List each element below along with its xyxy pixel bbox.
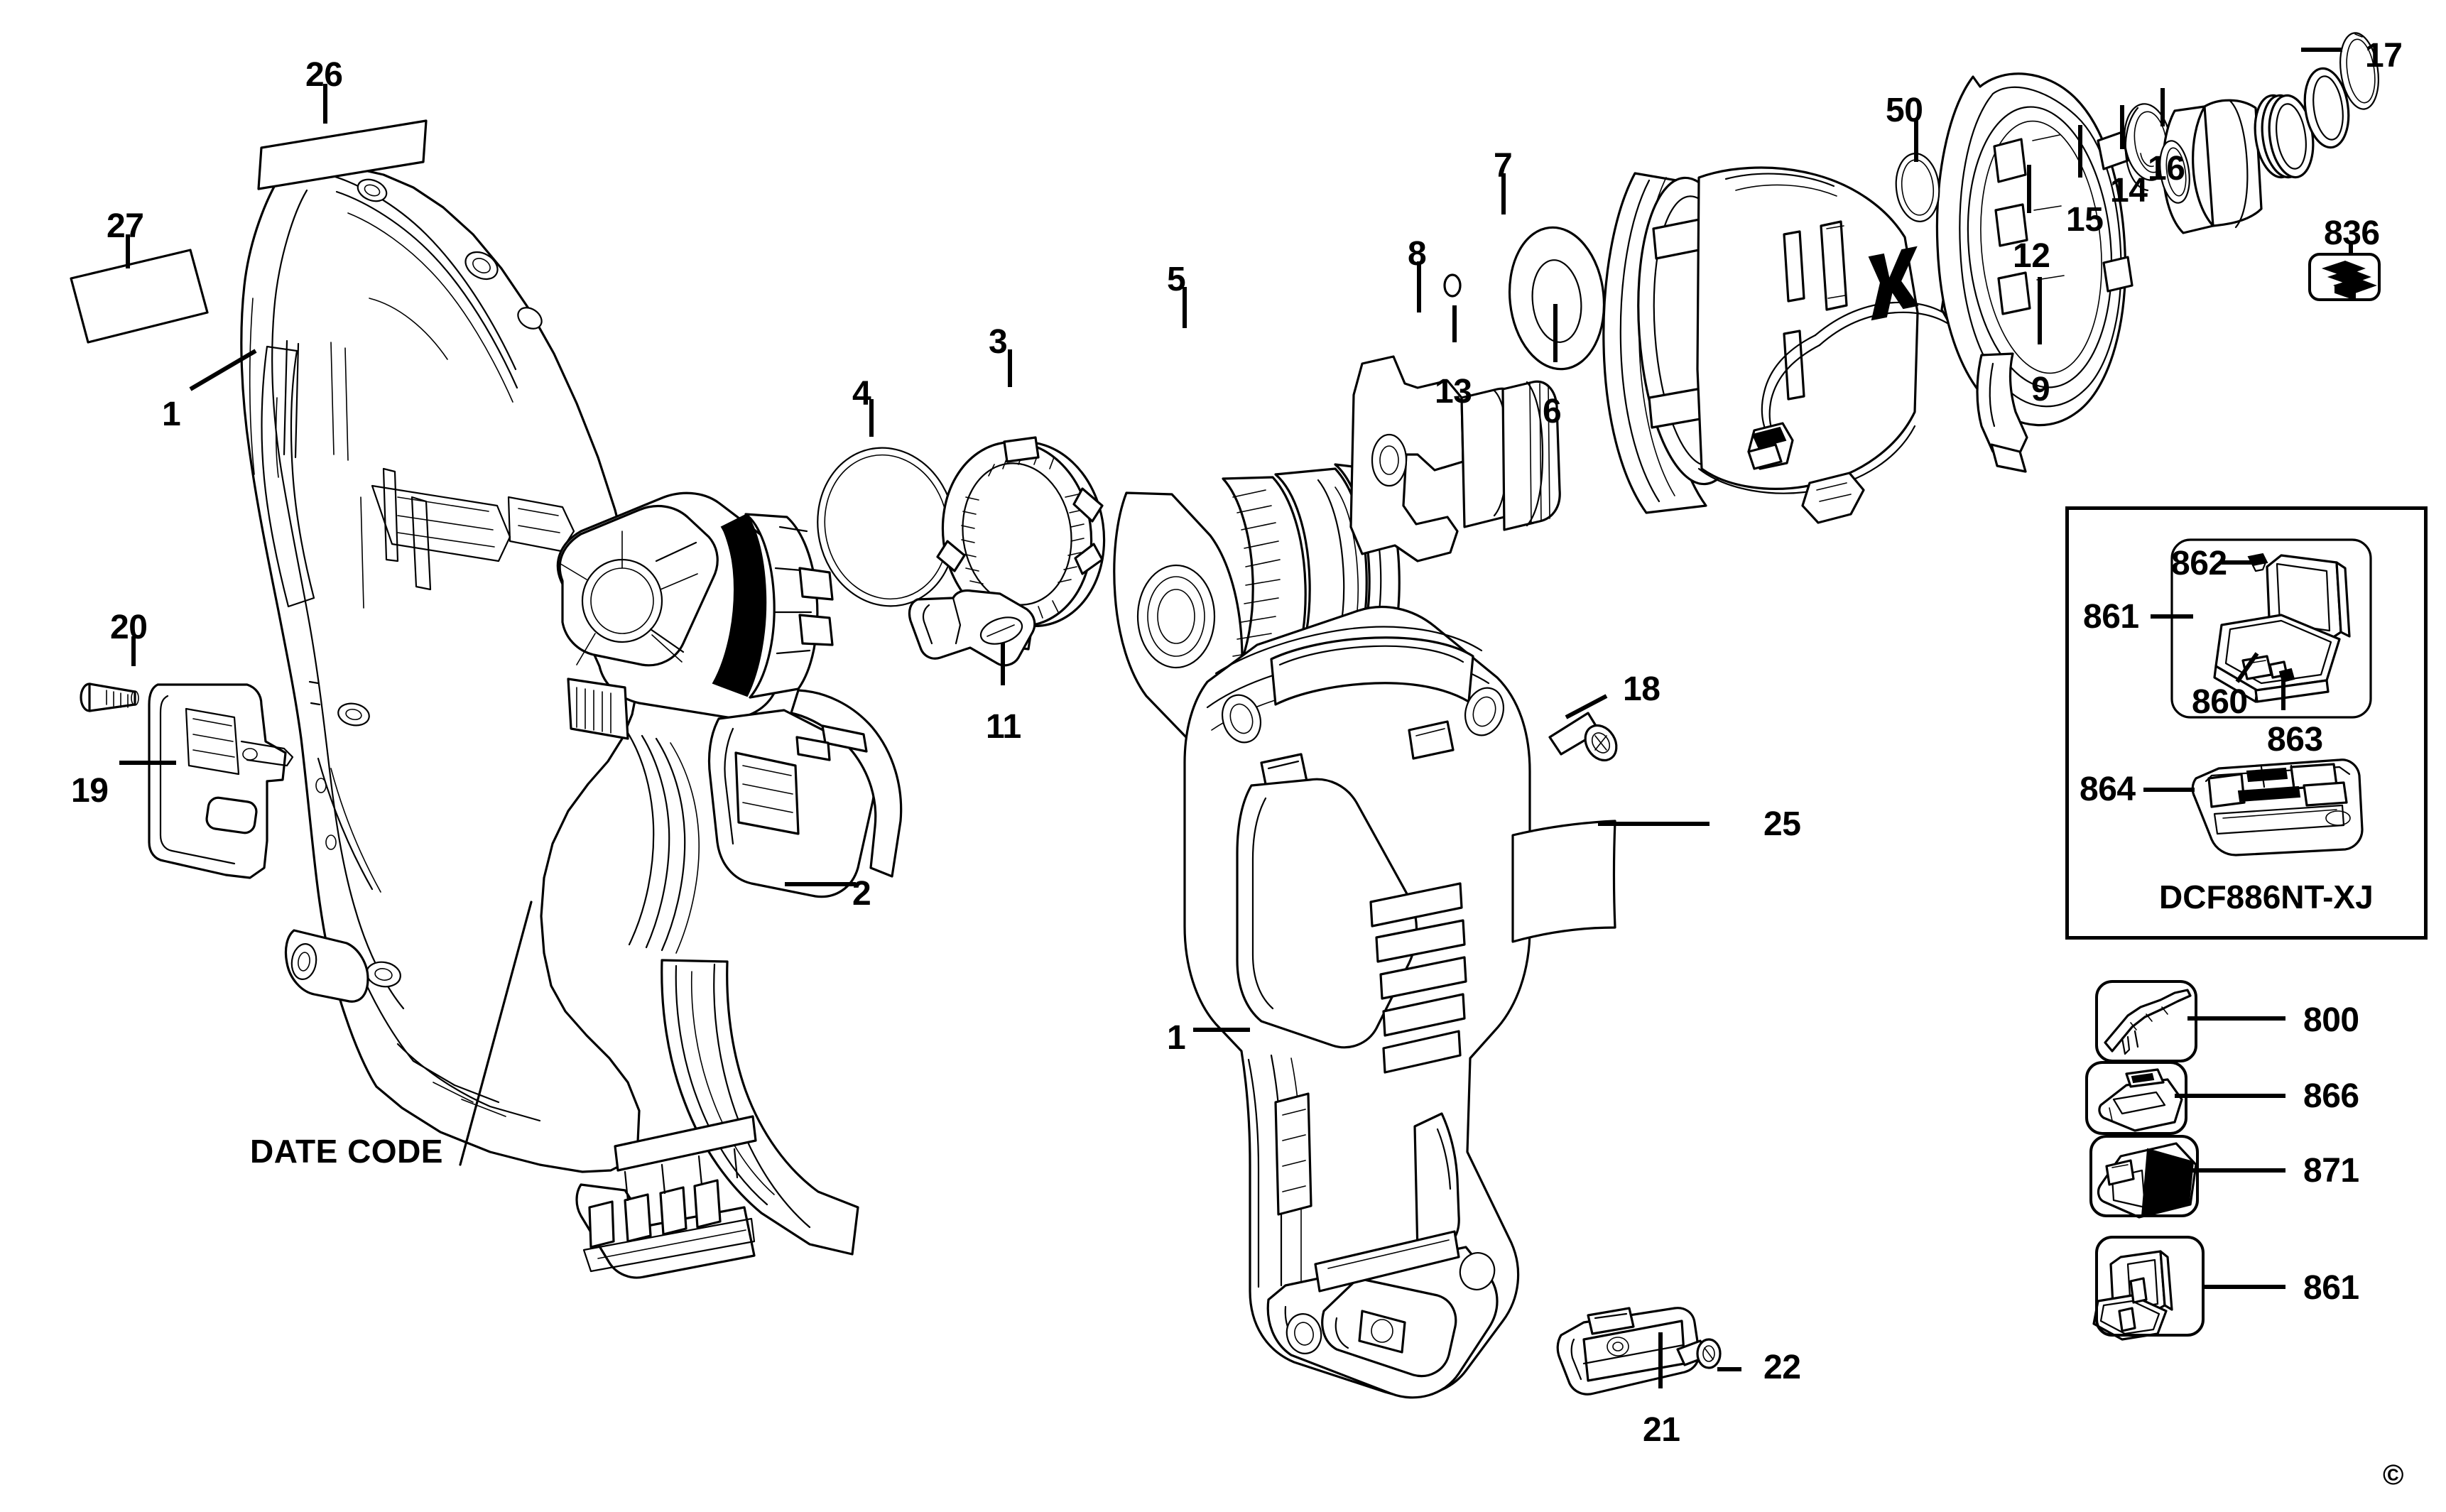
bit-holder-frame [2308, 253, 2381, 301]
date-code-leader [459, 901, 533, 1166]
o-ring-front [1895, 153, 1940, 222]
front-housing-cover [1602, 166, 1919, 524]
callout-number-complete-tool-housing: 1 [1167, 1019, 1186, 1057]
forward-reverse-selector [908, 589, 1036, 667]
cover-screw [1676, 1338, 1722, 1369]
callout-number-kit-box-group: 861 [2083, 598, 2139, 636]
callout-number-chuck-sleeve: 15 [2066, 201, 2104, 239]
callout-number-washer-front: 16 [2148, 150, 2185, 187]
callout-number-washer-thrust: 7 [1494, 147, 1513, 185]
callout-number-retaining-ring-front: 17 [2365, 37, 2403, 75]
complete-tool-housing [1183, 606, 1531, 1399]
callout-number-kit-box-shell: 860 [2192, 683, 2248, 721]
nameplate-label-lower [70, 249, 209, 344]
callout-number-spring-collar: 14 [2110, 172, 2148, 210]
ring-gear [936, 436, 1106, 651]
callout-number-label-warning: 25 [1763, 805, 1801, 843]
screwdriver-bit-accessory [2104, 989, 2192, 1055]
callout-number-o-ring-seal: 4 [852, 375, 871, 413]
housing-clamshell-left [240, 165, 641, 1173]
callout-number-front-housing-cover: 6 [1543, 393, 1562, 430]
callout-number-battery-terminal-cover: 21 [1643, 1411, 1680, 1449]
callout-number-belt-hook-bracket: 19 [71, 772, 109, 810]
motor-switch-assembly [556, 491, 903, 1279]
callout-number-nameplate-label-lower: 27 [107, 207, 144, 245]
retaining-ring-front [2339, 32, 2379, 110]
callout-number-bit-holder-accessory: 836 [2324, 214, 2380, 252]
callout-number-nameplate-label-upper: 26 [305, 56, 343, 94]
leader-line-screw-assembly [1565, 694, 1608, 719]
label-warning [1511, 820, 1616, 943]
washer-front [2303, 67, 2350, 149]
callout-number-latch-lower: 863 [2267, 721, 2323, 758]
callout-number-housing-clamshell-left: 1 [162, 396, 181, 433]
spring-collar [2254, 94, 2315, 179]
kit-box-accessory [2092, 1250, 2173, 1341]
kit-box-insert [2191, 758, 2364, 856]
accessory-frame-866 [2085, 1061, 2187, 1135]
belt-hook-bracket [148, 683, 294, 879]
callout-number-o-ring-front: 50 [1886, 92, 1923, 129]
callout-number-detent-ball: 13 [1435, 373, 1472, 410]
callout-number-led-light-housing: 9 [2031, 371, 2050, 408]
callout-number-kit-box-insert: 864 [2080, 771, 2136, 808]
battery-pack-standard [2097, 1142, 2197, 1219]
callout-number-gearbox-planetary-assembly: 5 [1167, 261, 1186, 298]
callout-number-battery-pack-standard: 871 [2303, 1152, 2359, 1190]
accessory-frame-871 [2089, 1135, 2199, 1217]
callout-number-latch-upper: 862 [2171, 545, 2227, 582]
callout-number-battery-pack-compact: 866 [2303, 1077, 2359, 1115]
callout-leaders [119, 48, 2353, 1388]
callout-number-screw-assembly: 18 [1623, 670, 1660, 708]
callout-number-forward-reverse-selector: 11 [986, 708, 1021, 746]
anvil-output-shaft [1349, 355, 1561, 562]
chuck-sleeve [2159, 99, 2263, 234]
model-number-label: DCF886NT-XJ [2159, 879, 2374, 915]
callout-number-ring-gear: 3 [989, 323, 1008, 361]
date-code-label: DATE CODE [250, 1133, 443, 1170]
bit-holder-accessory [2321, 260, 2377, 301]
battery-pack-compact [2098, 1068, 2183, 1132]
leader-line-housing-clamshell-left [189, 349, 257, 391]
callout-number-kit-box-accessory: 861 [2303, 1269, 2359, 1307]
belt-hook-screw [80, 682, 139, 712]
screw-assembly [1548, 712, 1618, 762]
nameplate-label-upper [257, 119, 428, 190]
callout-number-anvil-output-shaft: 8 [1408, 235, 1427, 273]
washer-thrust [1508, 226, 1606, 371]
detent-ball [1443, 273, 1462, 298]
callout-number-retaining-ring-small: 12 [2013, 237, 2050, 275]
leader-line-kit-box-shell [2235, 652, 2259, 683]
kit-box-panel-frame [2065, 506, 2428, 940]
callout-number-cover-screw: 22 [1763, 1349, 1801, 1386]
callout-number-motor-switch-assembly: 2 [852, 875, 871, 913]
accessory-frame-861 [2095, 1236, 2205, 1337]
copyright-mark: © [2383, 1459, 2404, 1491]
callout-number-screwdriver-bit-accessory: 800 [2303, 1001, 2359, 1039]
callout-number-belt-hook-screw: 20 [110, 609, 148, 646]
